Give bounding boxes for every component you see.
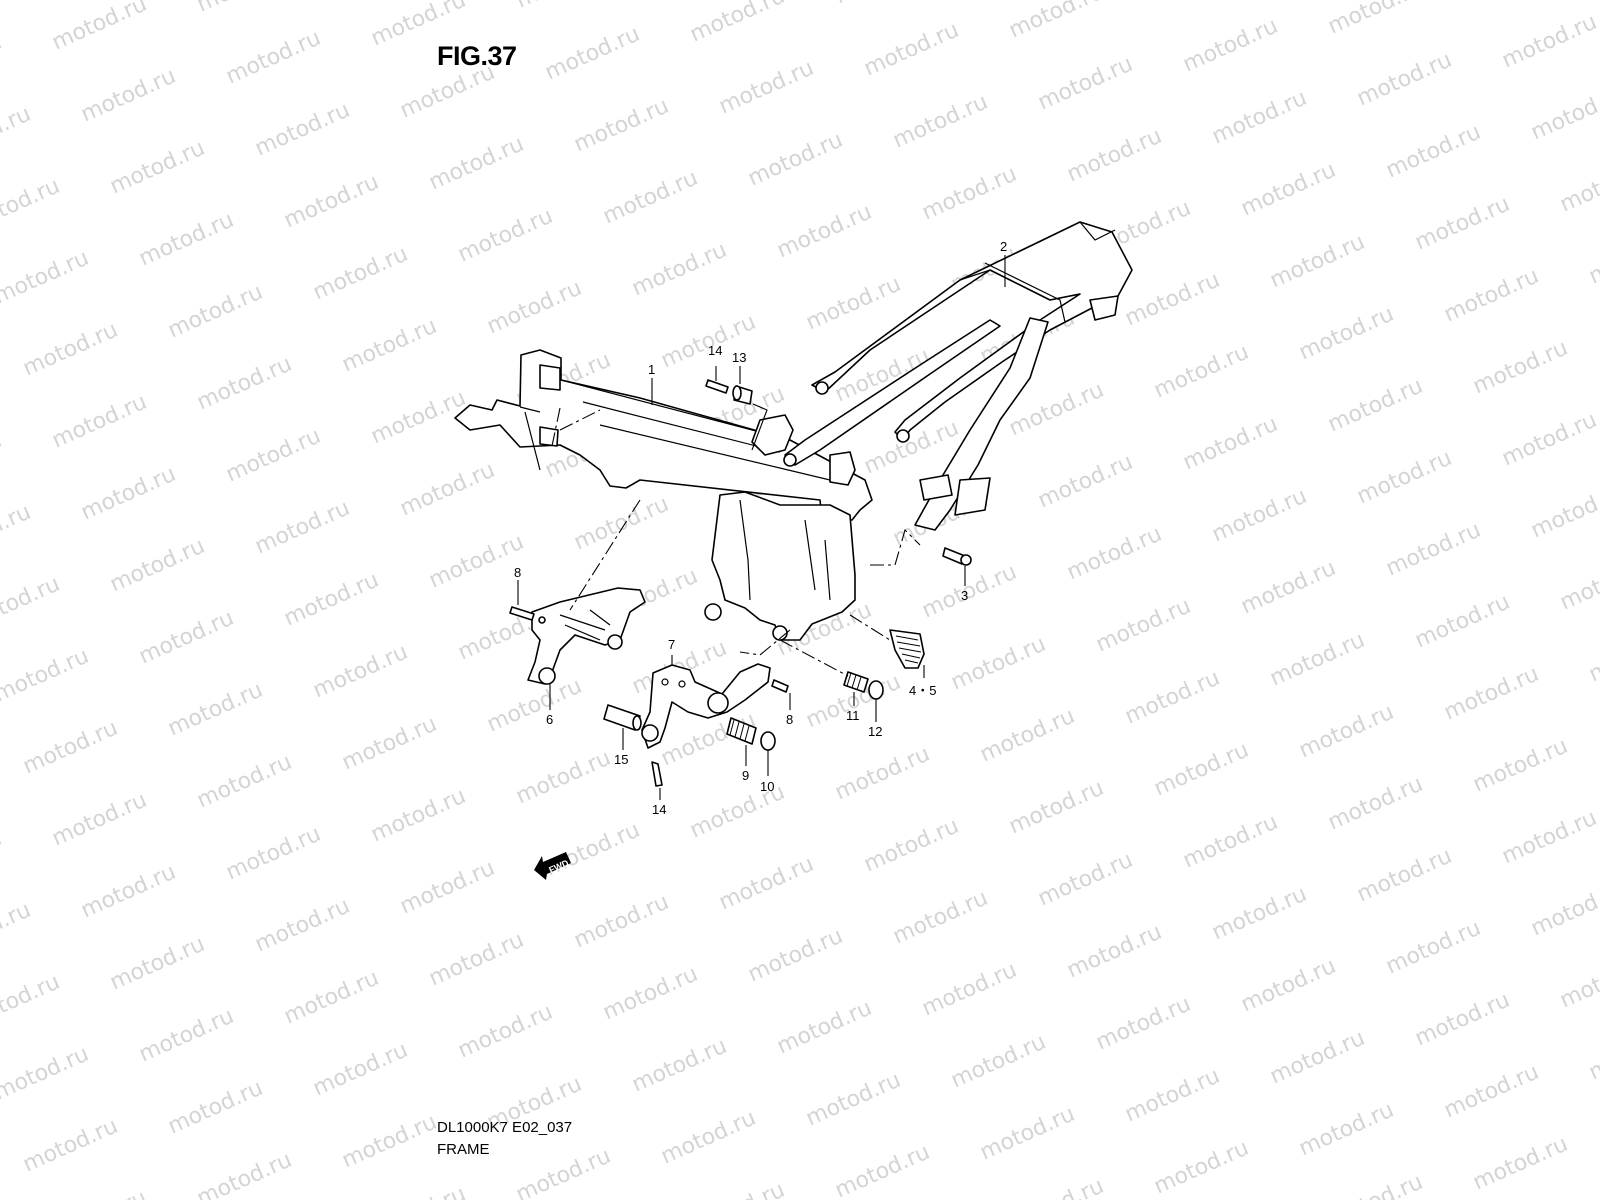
callout-8-right[interactable]: 8 — [786, 712, 794, 727]
main-frame[interactable] — [454, 349, 873, 641]
spacer-13[interactable] — [732, 385, 753, 405]
callout-2[interactable]: 2 — [1000, 239, 1008, 254]
callout-4-5[interactable]: 4・5 — [909, 683, 937, 698]
callout-1[interactable]: 1 — [648, 362, 656, 377]
model-code: DL1000K7 E02_037 — [437, 1119, 573, 1136]
bolt-8-right[interactable] — [771, 679, 789, 693]
callout-15[interactable]: 15 — [614, 752, 629, 767]
left-footrest-bracket[interactable] — [527, 587, 646, 685]
section-name: FRAME — [437, 1141, 490, 1158]
callout-12[interactable]: 12 — [868, 724, 883, 739]
callout-6[interactable]: 6 — [546, 712, 554, 727]
spring-9[interactable] — [726, 717, 757, 745]
bolt-8-left[interactable] — [509, 606, 535, 621]
frame-cover-plate[interactable] — [889, 629, 925, 669]
bolt-3[interactable] — [942, 547, 972, 566]
figure-title: FIG.37 — [437, 41, 517, 71]
callout-9[interactable]: 9 — [742, 768, 750, 783]
callout-14-upper[interactable]: 14 — [708, 343, 723, 358]
callout-7[interactable]: 7 — [668, 637, 676, 652]
bolt-14-upper[interactable] — [705, 379, 729, 394]
callout-14-lower[interactable]: 14 — [652, 802, 667, 817]
callout-3[interactable]: 3 — [961, 588, 969, 603]
callout-11[interactable]: 11 — [846, 708, 860, 723]
callout-13[interactable]: 13 — [732, 350, 747, 365]
pin[interactable] — [603, 704, 642, 731]
bolt-14-lower[interactable] — [651, 761, 663, 787]
callout-10[interactable]: 10 — [760, 779, 775, 794]
rear-seat-rail-frame[interactable] — [783, 221, 1133, 531]
nut-12[interactable] — [868, 680, 884, 700]
spring-11[interactable] — [843, 671, 869, 693]
forward-arrow-icon: FWD — [534, 852, 571, 880]
callout-8-left[interactable]: 8 — [514, 565, 522, 580]
right-footrest-bracket[interactable] — [641, 663, 771, 749]
nut-10[interactable] — [760, 731, 776, 751]
